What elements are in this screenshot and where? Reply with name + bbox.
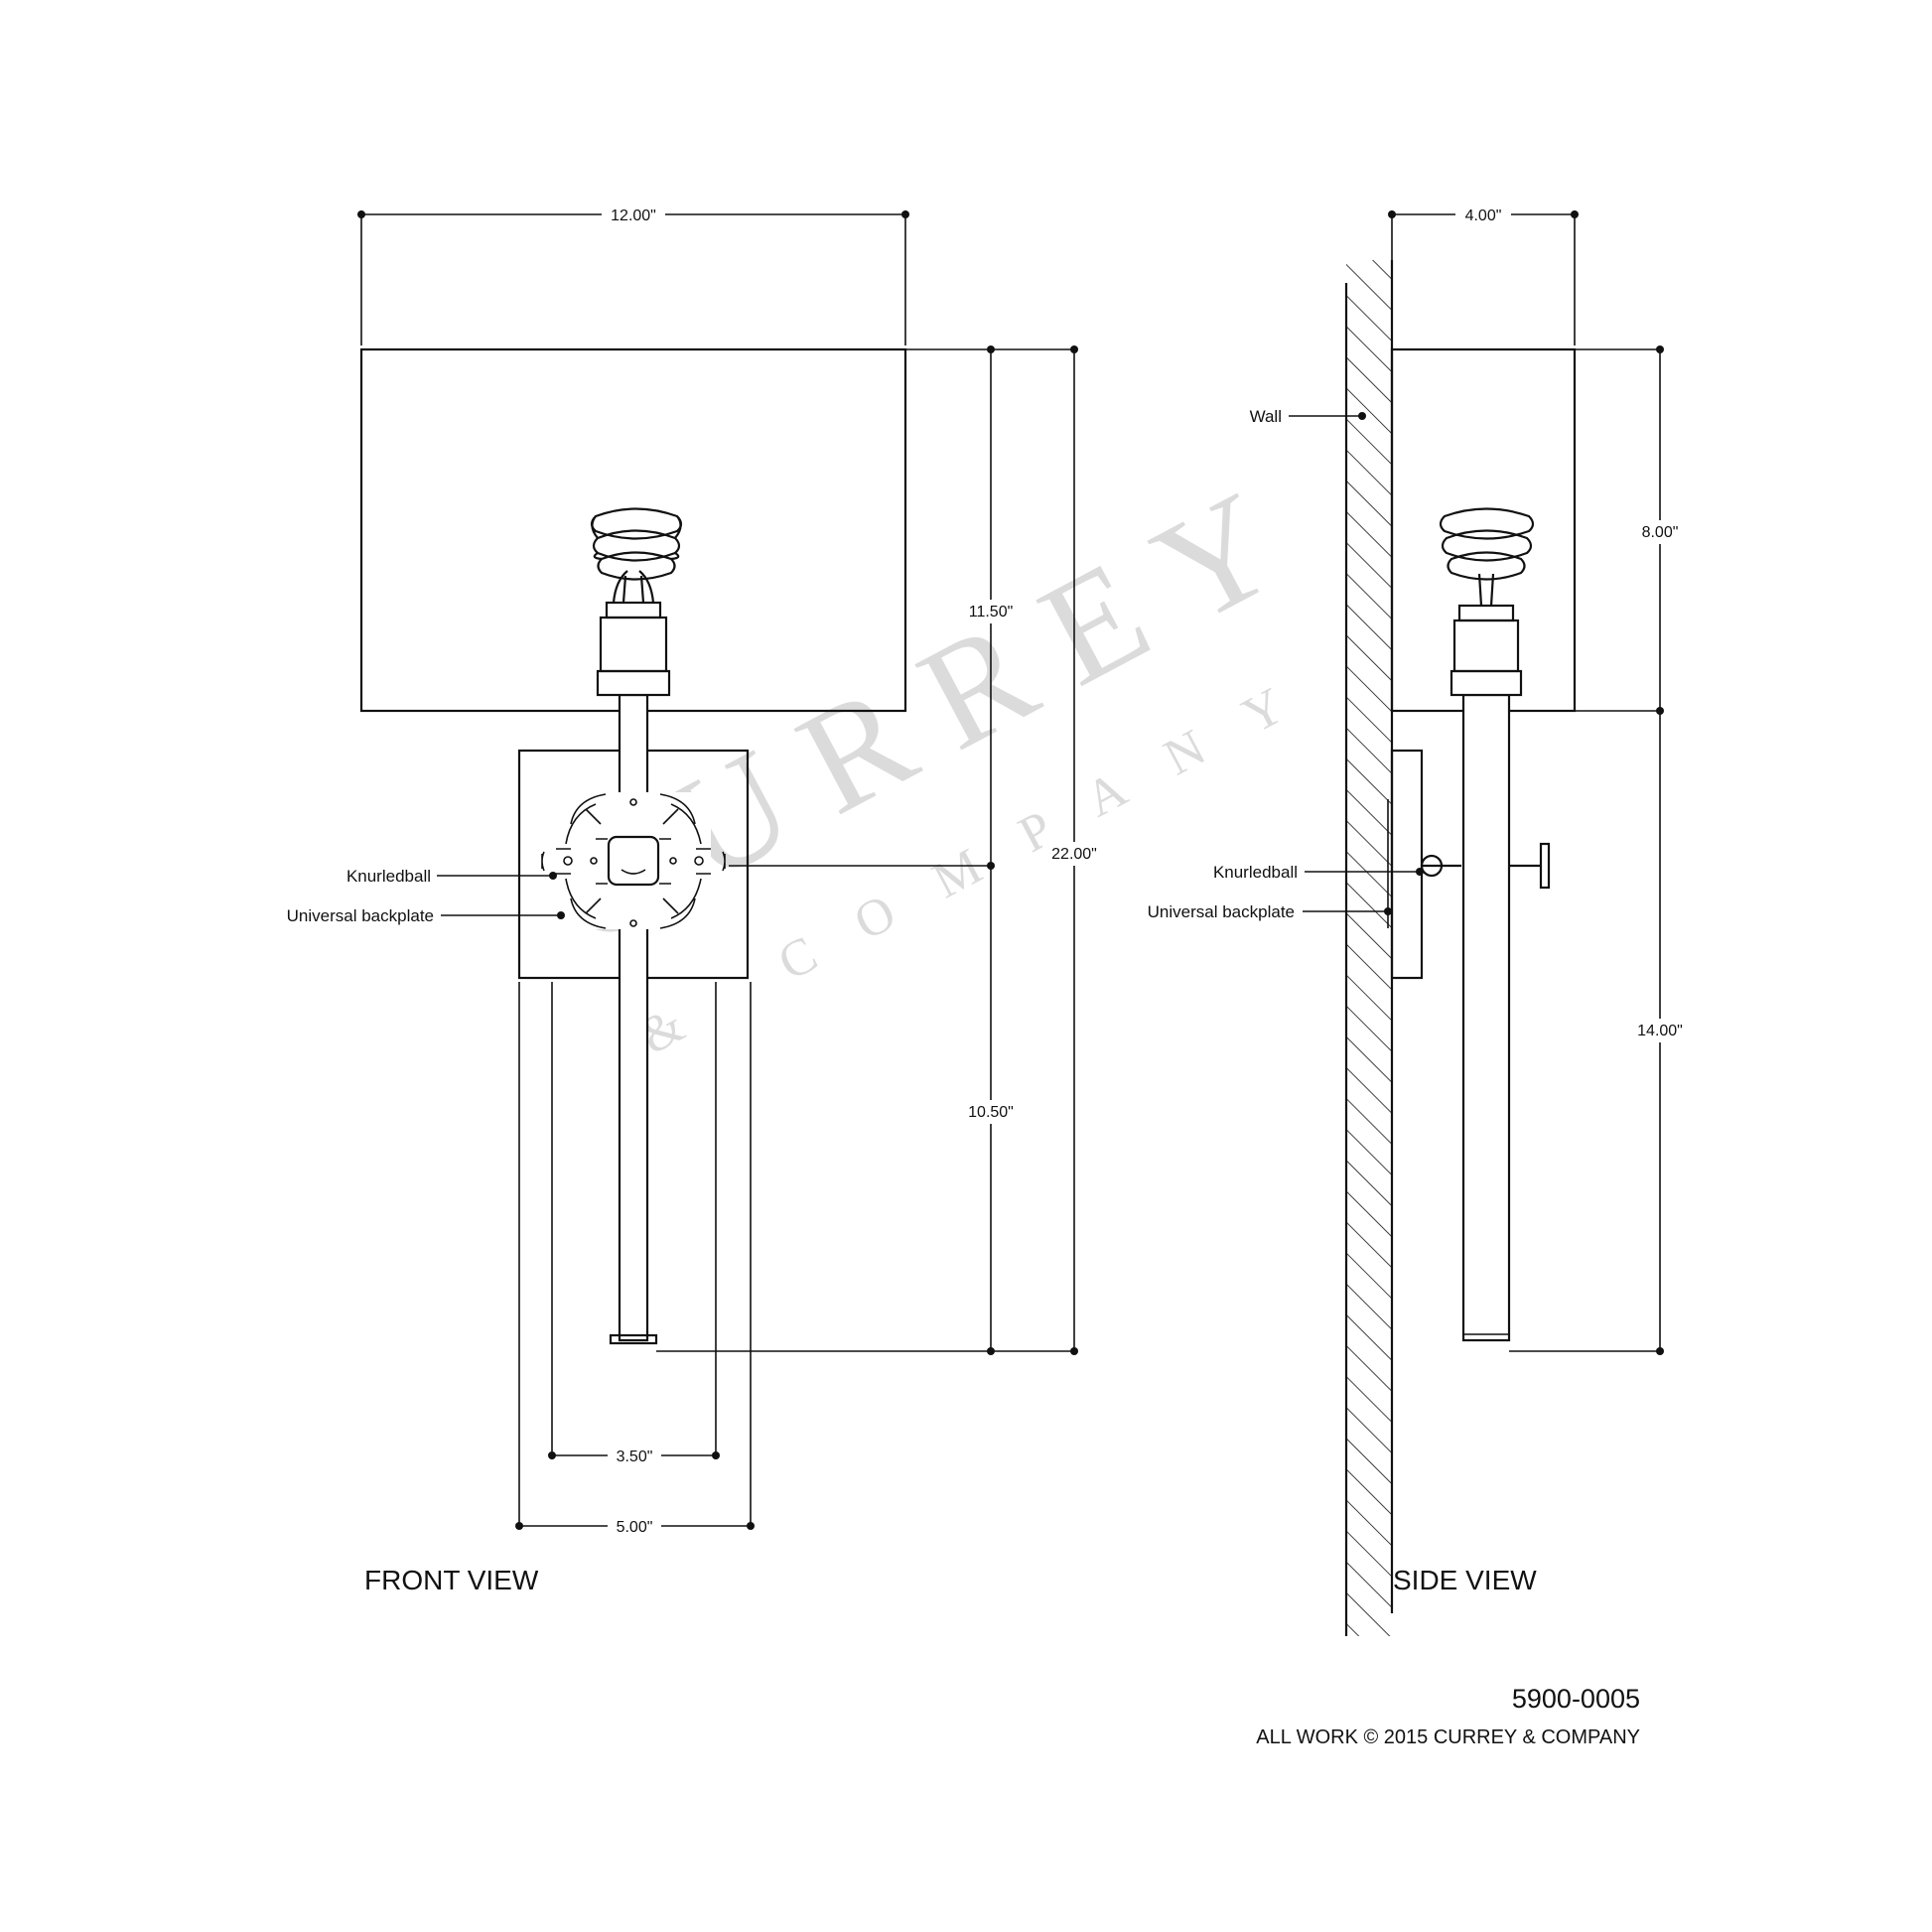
front-view-title: FRONT VIEW <box>364 1565 539 1595</box>
dim-lower-height: 10.50" <box>968 1104 1014 1121</box>
bulb-icon <box>590 507 683 697</box>
side-dim-depth: 4.00" <box>1465 207 1502 224</box>
side-dim-shade-height: 8.00" <box>1642 524 1679 541</box>
dim-shade-height: 11.50" <box>969 604 1014 621</box>
side-callout-backplate: Universal backplate <box>1148 902 1295 921</box>
copyright: ALL WORK © 2015 CURREY & COMPANY <box>1256 1726 1640 1748</box>
side-view: 4.00" 8.00" 14.00" Wall Knurledball Univ… <box>1148 203 1692 1636</box>
mounting-plate-icon <box>541 792 726 929</box>
dim-inner-width: 3.50" <box>617 1449 653 1465</box>
part-number: 5900-0005 <box>1512 1684 1640 1714</box>
side-backplate <box>1390 749 1424 980</box>
side-callout-knurled-ball: Knurledball <box>1213 863 1298 882</box>
side-bulb-icon <box>1439 507 1535 697</box>
front-view: 12.00" 11.50" 10.50" 22.00" 3.50" 5.00" … <box>287 203 1106 1595</box>
side-callout-wall: Wall <box>1250 407 1282 426</box>
callout-backplate: Universal backplate <box>287 906 434 925</box>
wall-section <box>1344 260 1394 1636</box>
rod-foot <box>609 1333 658 1345</box>
dim-backplate-width: 5.00" <box>617 1519 653 1536</box>
side-dim-lower-height: 14.00" <box>1637 1023 1683 1039</box>
side-view-title: SIDE VIEW <box>1393 1565 1537 1595</box>
callout-knurled-ball: Knurledball <box>346 867 431 886</box>
dim-overall-height: 22.00" <box>1051 846 1097 863</box>
dim-shade-width: 12.00" <box>611 207 656 224</box>
